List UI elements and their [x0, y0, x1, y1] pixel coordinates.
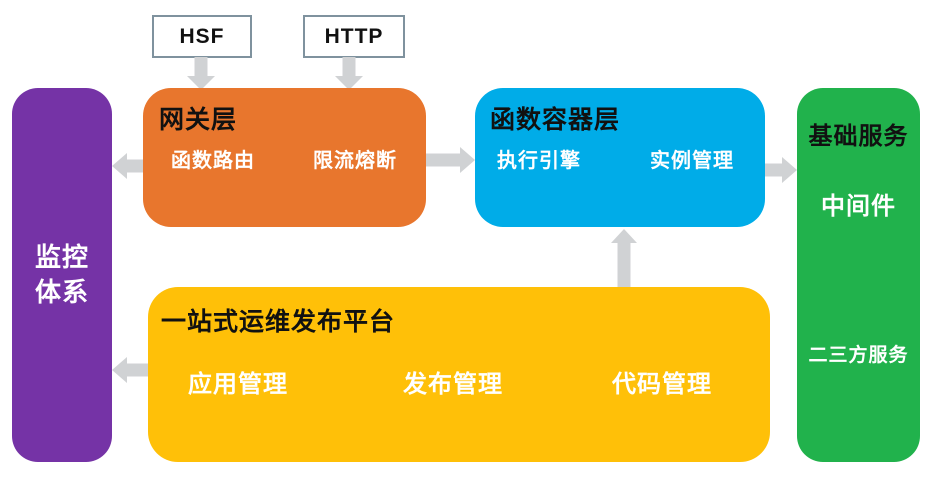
- platform-item-code-management: 代码管理: [612, 371, 712, 398]
- arrow-platform-to-container: [611, 229, 637, 287]
- source-label-hsf: HSF: [179, 24, 225, 48]
- function-container-layer-box: 函数容器层 执行引擎 实例管理: [475, 88, 765, 227]
- base-services-title: 基础服务: [808, 123, 909, 150]
- monitoring-system-title: 监控 体系: [12, 240, 112, 310]
- ops-platform-title: 一站式运维发布平台: [161, 308, 396, 336]
- gateway-layer-box: 网关层 函数路由 限流熔断: [143, 88, 426, 227]
- source-box-http: HTTP: [303, 15, 405, 58]
- arrow-container-to-base-services: [765, 157, 797, 183]
- platform-item-release-management: 发布管理: [403, 371, 503, 398]
- source-box-hsf: HSF: [152, 15, 252, 58]
- base-services-item-middleware: 中间件: [821, 193, 896, 220]
- ops-platform-box: 一站式运维发布平台 应用管理 发布管理 代码管理: [148, 287, 770, 462]
- gateway-layer-title: 网关层: [159, 106, 238, 134]
- monitoring-system-box: 监控 体系: [12, 88, 112, 462]
- arrow-platform-to-monitoring: [112, 357, 148, 383]
- platform-item-app-management: 应用管理: [188, 371, 288, 398]
- base-services-box: 基础服务 中间件 二三方服务: [797, 88, 920, 462]
- arrow-gateway-to-monitoring: [112, 153, 143, 179]
- container-item-instance-management: 实例管理: [650, 150, 734, 172]
- function-container-layer-title: 函数容器层: [490, 106, 621, 134]
- gateway-item-function-routing: 函数路由: [171, 150, 255, 172]
- monitoring-title-line-1: 监控: [34, 242, 89, 272]
- gateway-item-rate-limit-circuit-break: 限流熔断: [313, 150, 397, 172]
- arrow-hsf-to-gateway: [187, 57, 215, 90]
- monitoring-title-line-2: 体系: [34, 277, 89, 308]
- base-services-item-2nd-3rd-party: 二三方服务: [808, 345, 909, 366]
- arrow-http-to-gateway: [335, 57, 363, 90]
- source-label-http: HTTP: [324, 24, 384, 48]
- container-item-execution-engine: 执行引擎: [497, 150, 581, 172]
- arrow-gateway-to-container: [426, 147, 475, 173]
